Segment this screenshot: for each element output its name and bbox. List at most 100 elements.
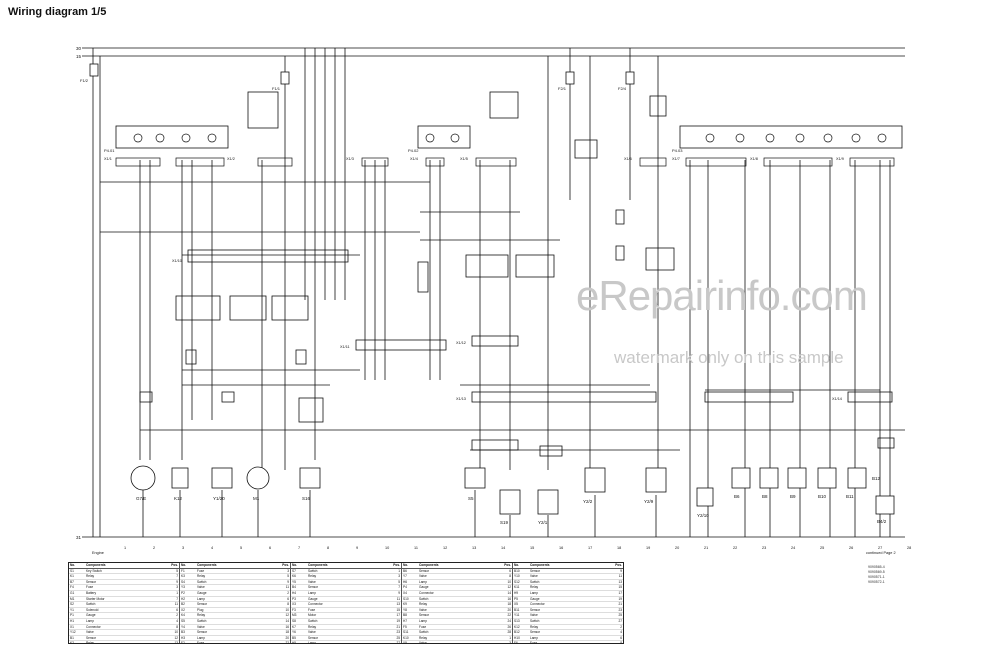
legend-cell: Fuse — [197, 641, 277, 643]
legend-cell: 11 — [396, 596, 400, 601]
legend-cell: Lamp — [530, 590, 538, 595]
legend-cell: 10 — [174, 630, 178, 635]
label-b9: B9 — [790, 494, 796, 499]
label-s16: S16 — [302, 496, 311, 501]
legend-header-cell: Components — [86, 563, 106, 567]
label-b11: B11 — [846, 494, 854, 499]
legend-cell: Valve — [419, 607, 427, 612]
part-number-note: 9090565-4 9090569-5 9090571-1 9090572-1 — [868, 565, 885, 585]
connector-label-14: X1/14 — [832, 397, 842, 401]
legend-cell: 8 — [509, 574, 511, 579]
legend-cell: B6 — [403, 568, 407, 573]
connector-label-2: X1/2 — [227, 157, 235, 161]
legend-cell: S8 — [292, 618, 296, 623]
column-number: 19 — [646, 546, 650, 550]
legend-cell: Y10 — [514, 574, 520, 579]
column-number: 28 — [907, 546, 911, 550]
legend-cell: 3 — [398, 574, 400, 579]
column-number: 22 — [733, 546, 737, 550]
column-number: 8 — [327, 546, 329, 550]
legend-row: F6Fuse8 — [513, 641, 623, 643]
legend-header-cell: No. — [70, 563, 76, 567]
legend-cell: 23 — [618, 607, 622, 612]
legend-cell: Sensor — [530, 568, 541, 573]
legend-cell: K6 — [292, 574, 296, 579]
legend-cell: 21 — [618, 602, 622, 607]
page-title: Wiring diagram 1/5 — [8, 6, 107, 18]
legend-header-cell: Components — [308, 563, 328, 567]
legend-cell: Y3 — [181, 585, 185, 590]
legend-cell: P1 — [70, 613, 74, 618]
column-number: 4 — [211, 546, 213, 550]
legend-cell: 14 — [507, 590, 511, 595]
column-number: 14 — [501, 546, 505, 550]
label-b8: B8 — [762, 494, 768, 499]
legend-cell: Lamp — [86, 618, 94, 623]
legend-cell: K9 — [403, 602, 407, 607]
column-number: 2 — [153, 546, 155, 550]
legend-cell: B10 — [514, 568, 520, 573]
legend-cell: 1 — [398, 568, 400, 573]
column-number: 24 — [791, 546, 795, 550]
legend-cell: Connector — [530, 602, 545, 607]
legend-cell: Connector — [86, 624, 101, 629]
legend-cell: K12 — [514, 624, 520, 629]
legend-cell: Y4 — [181, 624, 185, 629]
legend-cell: Fuse — [308, 607, 316, 612]
column-number: 3 — [182, 546, 184, 550]
legend-cell: S4 — [181, 579, 185, 584]
column-number: 5 — [240, 546, 242, 550]
legend-cell: 6 — [287, 596, 289, 601]
legend-cell: 8 — [610, 641, 623, 643]
legend-cell: Valve — [530, 613, 538, 618]
legend-cell: Key Switch — [86, 568, 102, 573]
legend-cell: Gauge — [86, 613, 96, 618]
legend-cell: 3 — [287, 568, 289, 573]
panel-label-3: P4.03 — [672, 148, 683, 153]
footer-left: Engine — [92, 551, 104, 555]
legend-cell: Sensor — [197, 630, 208, 635]
legend-cell: Lamp — [308, 641, 388, 643]
legend-cell: B3 — [181, 630, 185, 635]
component-g7e-symbol — [130, 465, 156, 491]
legend-cell: 1 — [509, 635, 511, 640]
legend-cell: 7 — [176, 574, 178, 579]
legend-cell: Lamp — [308, 590, 316, 595]
connector-label-10: X1/10 — [172, 259, 182, 263]
legend-cell: Fuse — [419, 624, 427, 629]
legend-cell: P2 — [181, 590, 185, 595]
legend-cell: S2 — [70, 602, 74, 607]
legend-cell: 13 — [618, 579, 622, 584]
legend-cell: 3 — [499, 641, 512, 643]
legend-cell: B1 — [70, 635, 74, 640]
connector-label-7: X1/7 — [672, 157, 680, 161]
legend-cell: 6 — [620, 635, 622, 640]
legend-cell: H10 — [514, 635, 520, 640]
legend-cell: Switch — [197, 618, 207, 623]
label-b6: B6 — [734, 494, 740, 499]
legend-header-cell: Pos. — [393, 563, 400, 567]
part-number: 9090572-1 — [868, 580, 885, 584]
legend-cell: M1 — [70, 596, 75, 601]
legend-cell: Relay — [530, 585, 539, 590]
legend-cell: S11 — [403, 630, 409, 635]
legend-cell: F3 — [292, 607, 296, 612]
column-number: 12 — [443, 546, 447, 550]
